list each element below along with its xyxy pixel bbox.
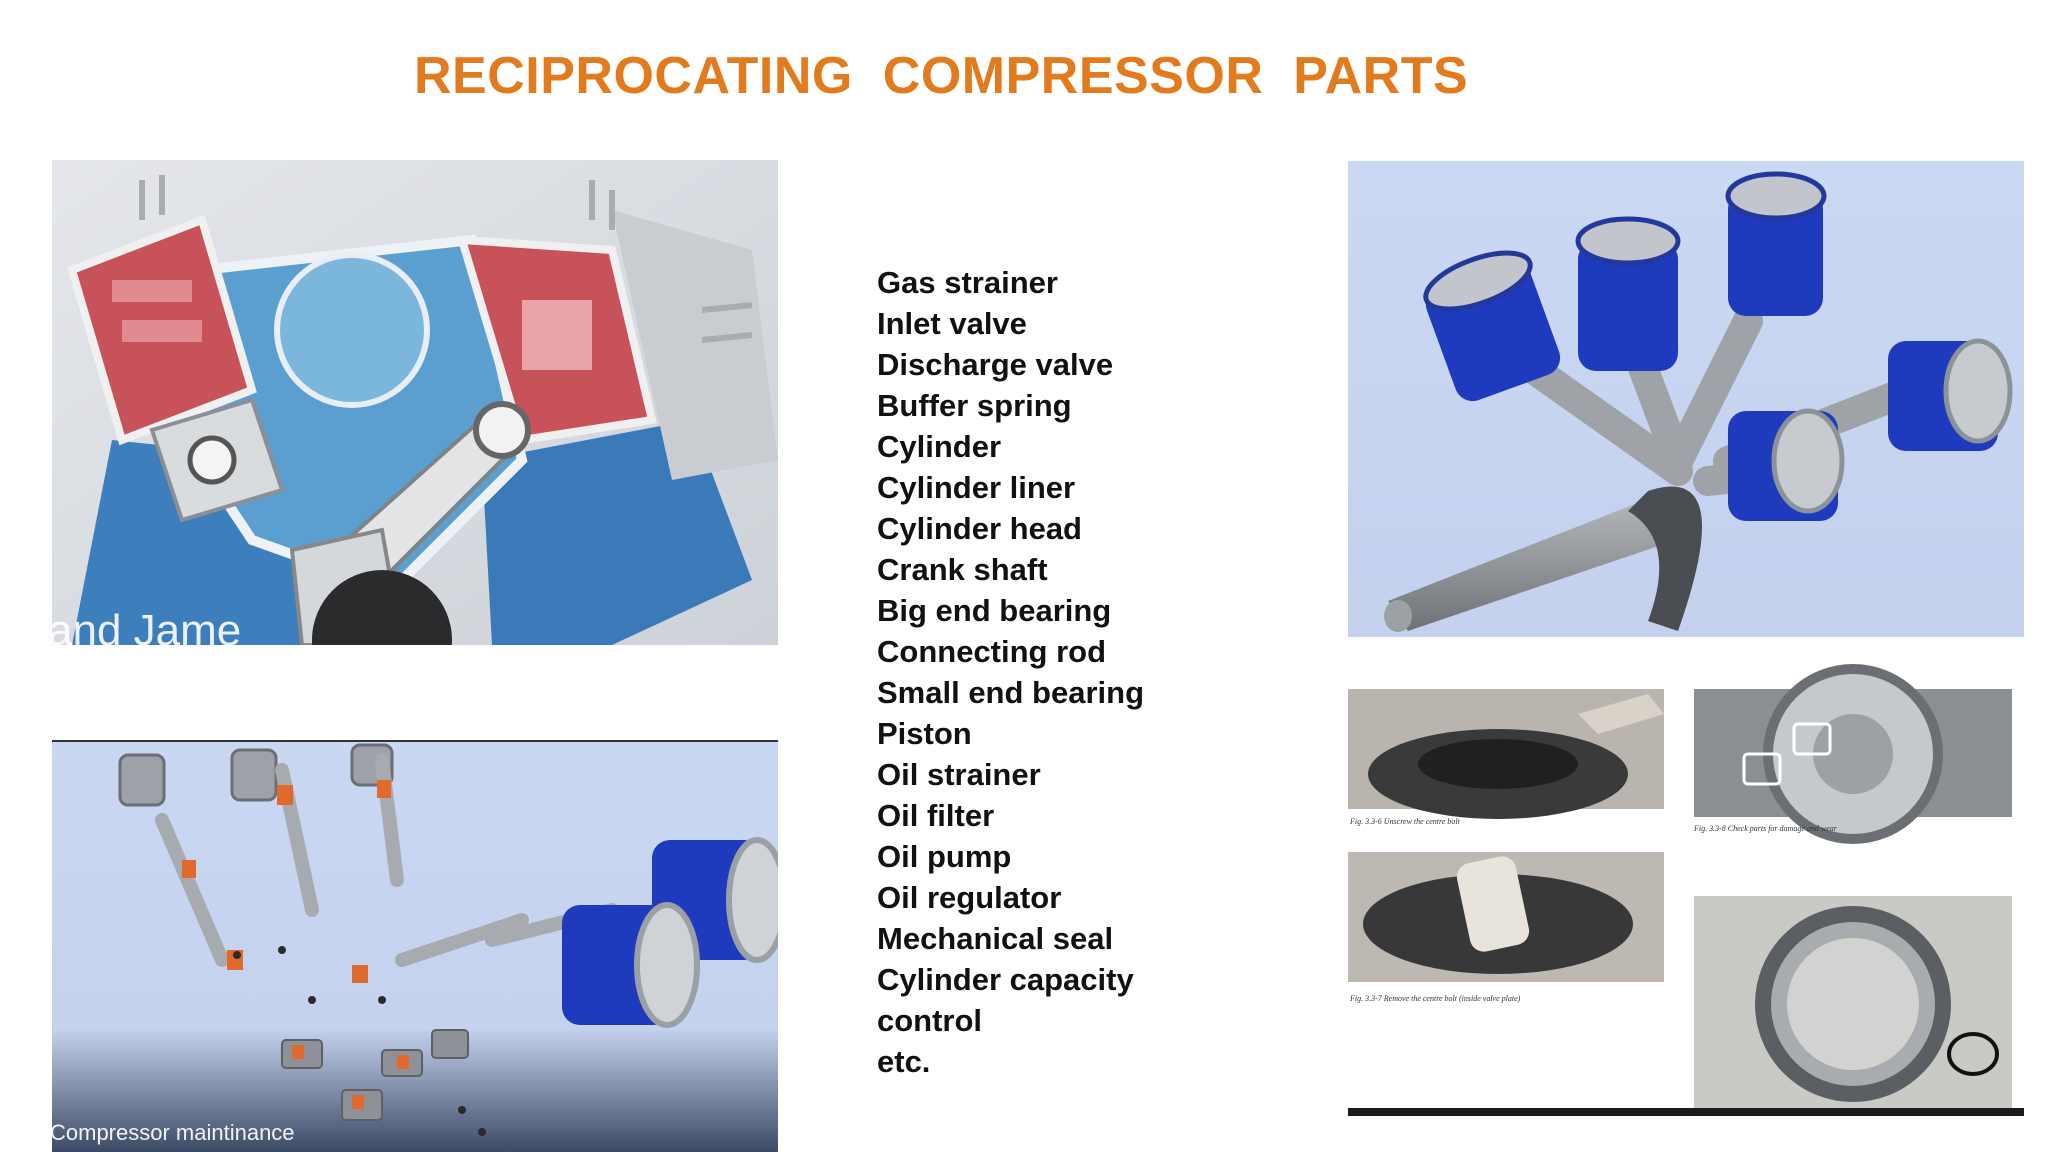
parts-list-item: Oil pump bbox=[877, 839, 1012, 874]
exploded-caption: Compressor maintinance bbox=[52, 1120, 295, 1145]
parts-list-item: Cylinder bbox=[877, 429, 1002, 464]
manual-caption-3: Fig. 3.3-7 Remove the centre bolt (insid… bbox=[1349, 994, 1521, 1003]
parts-list-item: Big end bearing bbox=[877, 593, 1112, 628]
parts-list-item: Discharge valve bbox=[877, 347, 1114, 382]
manual-photos-image: Fig. 3.3-6 Unscrew the centre bolt Fig. … bbox=[1348, 654, 2024, 1116]
parts-list-item: Cylinder head bbox=[877, 511, 1082, 546]
exploded-view-image: Compressor maintinance bbox=[52, 740, 778, 1152]
parts-list-item: Buffer spring bbox=[877, 388, 1072, 423]
cutaway-partial-caption: and Jame bbox=[52, 606, 241, 645]
parts-list-item: Small end bearing bbox=[877, 675, 1145, 710]
parts-list-item: Piston bbox=[877, 716, 972, 751]
parts-list-item: Crank shaft bbox=[877, 552, 1048, 587]
parts-list-item: Connecting rod bbox=[877, 634, 1107, 669]
slide-title: RECIPROCATING COMPRESSOR PARTS bbox=[414, 47, 1469, 105]
parts-list-item: Inlet valve bbox=[877, 306, 1027, 341]
parts-list-item: Oil regulator bbox=[877, 880, 1062, 915]
manual-caption-2: Fig. 3.3-8 Check parts for damage and we… bbox=[1693, 824, 1838, 833]
parts-list-item: Oil strainer bbox=[877, 757, 1041, 792]
cutaway-compressor-image: and Jame bbox=[52, 160, 778, 645]
manual-caption-1: Fig. 3.3-6 Unscrew the centre bolt bbox=[1349, 817, 1461, 826]
parts-list-item: control bbox=[877, 1003, 983, 1038]
parts-list-item: Gas strainer bbox=[877, 265, 1058, 300]
parts-list-item: etc. bbox=[877, 1044, 931, 1079]
parts-list-item: Mechanical seal bbox=[877, 921, 1114, 956]
parts-list-item: Cylinder capacity bbox=[877, 962, 1134, 997]
parts-list-item: Oil filter bbox=[877, 798, 995, 833]
parts-list-item: Cylinder liner bbox=[877, 470, 1076, 505]
crankshaft-render-image bbox=[1348, 161, 2024, 649]
